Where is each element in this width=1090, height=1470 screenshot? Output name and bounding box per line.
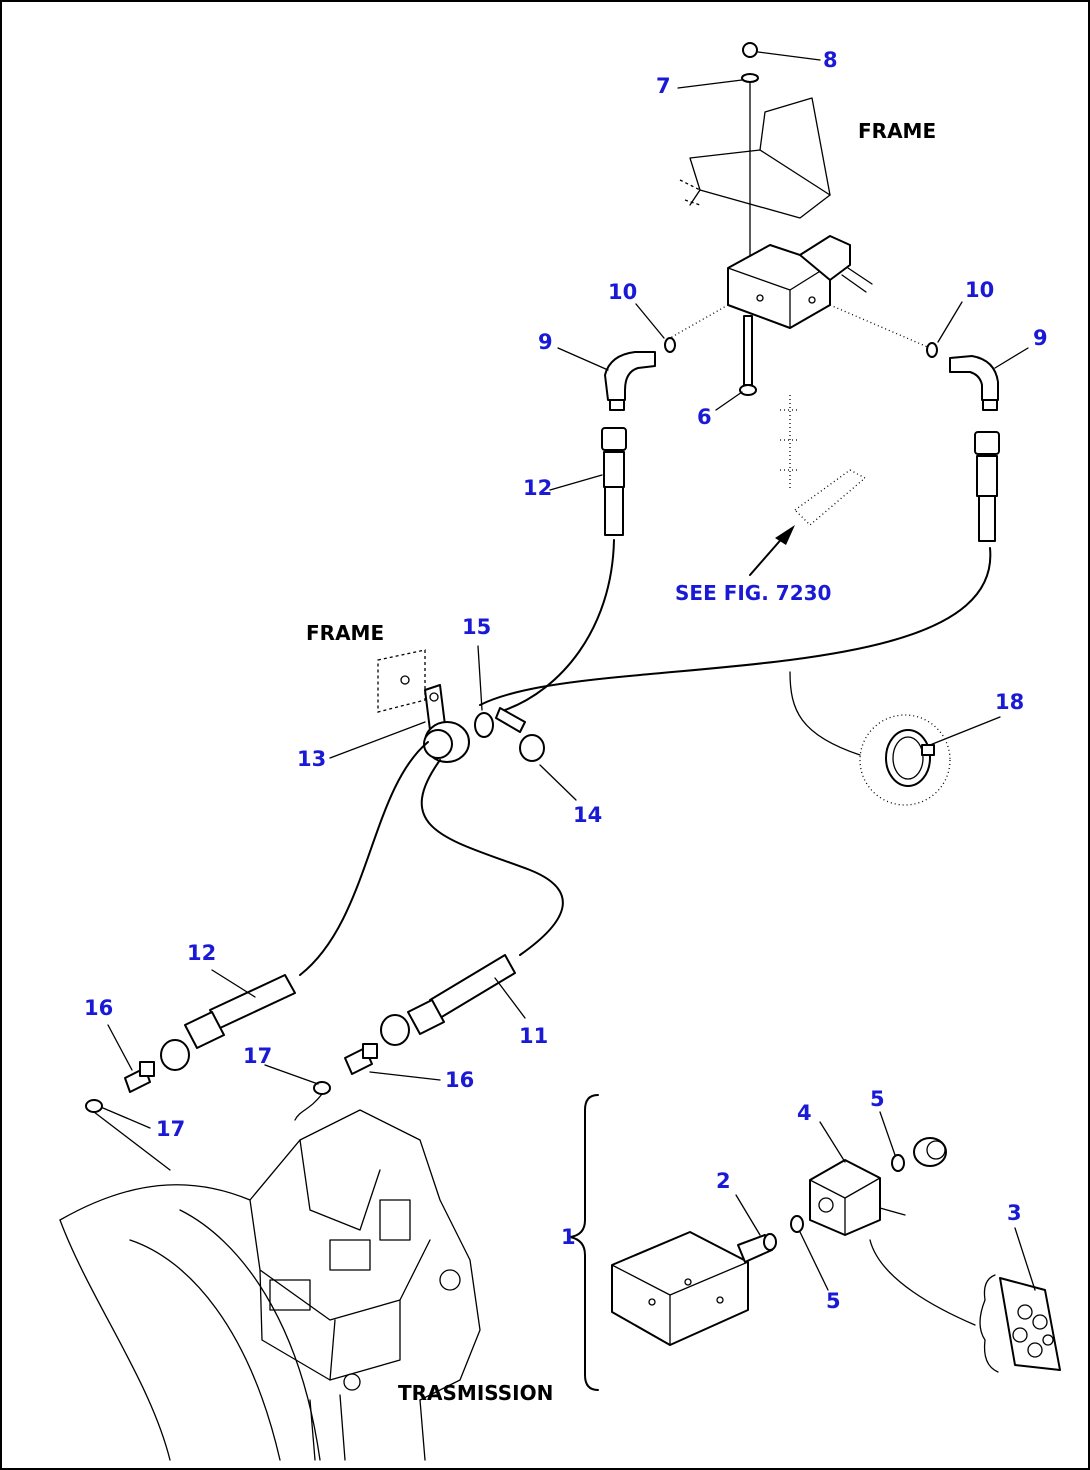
solenoid-coil-4 xyxy=(809,1159,906,1236)
hose-line-12-lower xyxy=(299,741,429,976)
group-brace xyxy=(569,1094,599,1391)
callout-6: 6 xyxy=(697,405,712,429)
leader-lines xyxy=(102,51,1036,1291)
elbow-fitting-9-left xyxy=(604,351,656,411)
callout-16-left: 16 xyxy=(84,996,113,1020)
o-ring-10-right xyxy=(926,342,938,358)
label-transmission: TRASMISSION xyxy=(398,1381,553,1405)
callout-1: 1 xyxy=(561,1225,576,1249)
nut-8 xyxy=(742,42,758,58)
bracket-13 xyxy=(423,684,470,763)
frame-bracket-top xyxy=(679,97,831,219)
callout-7: 7 xyxy=(656,74,671,98)
hose-12-top-left xyxy=(601,427,627,536)
callout-5-lower: 5 xyxy=(826,1289,841,1313)
spacer-15 xyxy=(474,712,494,738)
bolt-6 xyxy=(739,315,757,396)
callout-5-upper: 5 xyxy=(870,1087,885,1111)
frame-bracket-mid xyxy=(377,649,426,713)
callout-10-left: 10 xyxy=(608,280,637,304)
hose-line-left xyxy=(504,539,615,711)
callout-18: 18 xyxy=(995,690,1024,714)
connector-3 xyxy=(979,1274,1061,1373)
callout-10-right: 10 xyxy=(965,278,994,302)
callout-12-top: 12 xyxy=(523,476,552,500)
clamp-18 xyxy=(859,714,951,806)
washer-7 xyxy=(741,73,759,83)
callout-4: 4 xyxy=(797,1101,812,1125)
adapter-16-left xyxy=(124,1061,155,1093)
callout-17-left: 17 xyxy=(156,1117,185,1141)
callout-8: 8 xyxy=(823,48,838,72)
valve-block xyxy=(727,235,873,329)
o-ring-10-left xyxy=(664,337,676,353)
clamp-leader xyxy=(789,671,861,756)
nut-lock xyxy=(913,1137,947,1167)
hose-line-right xyxy=(479,547,992,706)
wire-leader xyxy=(869,1239,976,1326)
hose-12-lower xyxy=(160,974,296,1071)
callout-16-right: 16 xyxy=(445,1068,474,1092)
valve-body-2 xyxy=(611,1231,777,1346)
callout-9-right: 9 xyxy=(1033,326,1048,350)
callout-13: 13 xyxy=(297,747,326,771)
callout-12-lower: 12 xyxy=(187,941,216,965)
callout-14: 14 xyxy=(573,803,602,827)
hose-11 xyxy=(380,954,516,1046)
callout-17-right: 17 xyxy=(243,1044,272,1068)
callout-11: 11 xyxy=(519,1024,548,1048)
hose-line-11 xyxy=(420,759,564,956)
callout-2: 2 xyxy=(716,1169,731,1193)
o-ring-17-left xyxy=(85,1099,103,1113)
elbow-fitting-9-right xyxy=(949,355,999,411)
bolt-14 xyxy=(495,707,545,762)
label-frame-top: FRAME xyxy=(858,119,936,143)
o-ring-5-upper xyxy=(891,1154,905,1172)
callout-9-left: 9 xyxy=(538,330,553,354)
adapter-16-right xyxy=(344,1043,378,1075)
see-fig-reference: SEE FIG. 7230 xyxy=(675,581,831,605)
hose-right-end xyxy=(974,431,1000,542)
transmission-housing xyxy=(59,1109,481,1461)
callout-3: 3 xyxy=(1007,1201,1022,1225)
callout-15: 15 xyxy=(462,615,491,639)
label-frame-mid: FRAME xyxy=(306,621,384,645)
o-ring-5-lower xyxy=(790,1215,804,1233)
see-fig-sketch xyxy=(749,395,867,576)
